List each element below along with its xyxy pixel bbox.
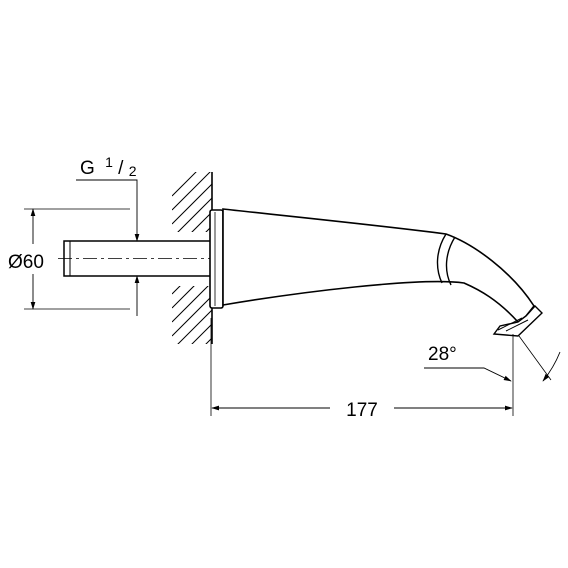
spout-body: [222, 208, 544, 337]
thread-slash: /: [118, 158, 124, 179]
length-dimension: 177: [210, 318, 514, 421]
diameter-dimension: Ø60: [8, 208, 130, 310]
wall-flange: [209, 209, 224, 309]
thread-numerator: 1: [105, 154, 113, 170]
diameter-label: Ø60: [8, 252, 44, 273]
thread-label: G 1 / 2: [80, 151, 137, 179]
angle-label: 28°: [428, 344, 457, 365]
length-label: 177: [346, 400, 378, 421]
thread-dimension: G 1 / 2: [76, 151, 140, 316]
thread-denominator: 2: [129, 163, 137, 179]
thread-main: G: [80, 158, 95, 179]
connection-pipe: [58, 240, 215, 277]
angle-dimension: 28°: [424, 335, 561, 382]
